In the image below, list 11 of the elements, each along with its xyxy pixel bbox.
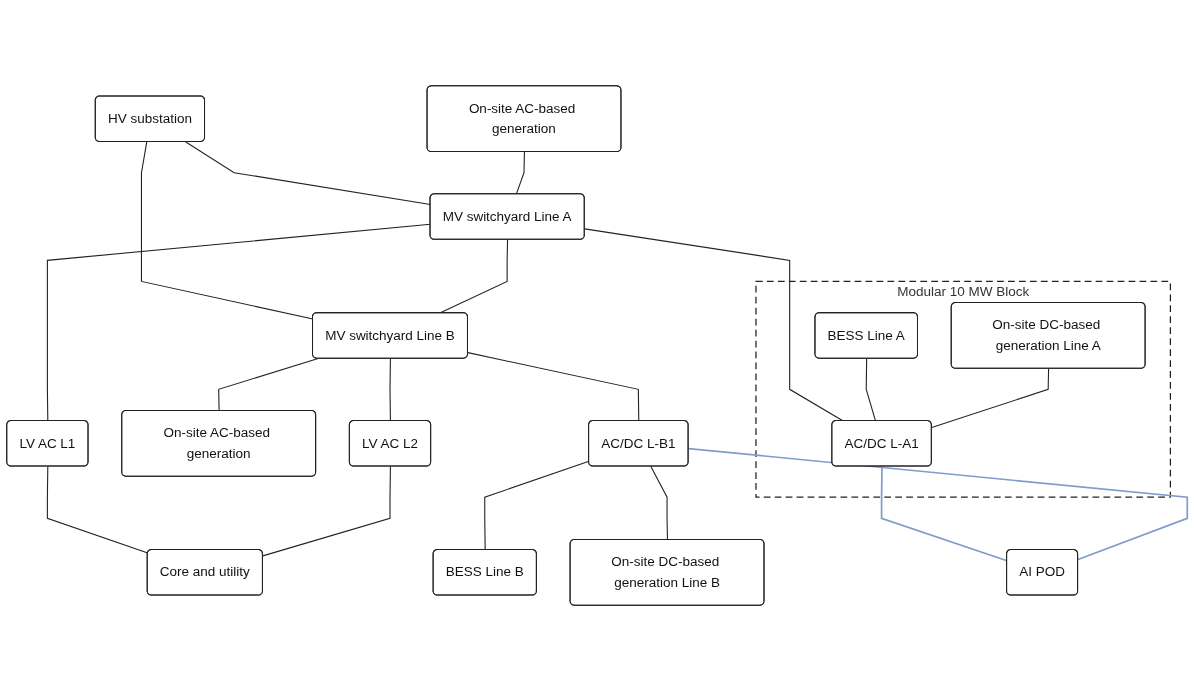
connector xyxy=(515,151,525,195)
connector xyxy=(389,358,391,422)
connector xyxy=(46,465,149,554)
connector xyxy=(865,358,877,422)
connector xyxy=(650,465,668,541)
connector xyxy=(931,368,1050,429)
connector xyxy=(46,223,431,422)
connector xyxy=(467,352,640,422)
connector xyxy=(185,141,431,206)
connector xyxy=(262,465,391,557)
connector xyxy=(584,228,844,422)
